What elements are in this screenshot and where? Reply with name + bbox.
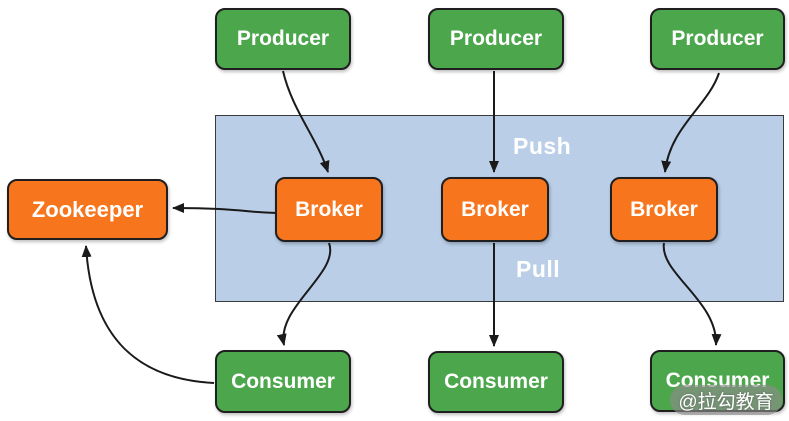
arrow-producer3-broker3 [661, 72, 720, 173]
arrow-producer1-broker1 [282, 70, 330, 173]
node-broker-1: Broker [275, 177, 383, 242]
node-producer-3: Producer [650, 8, 785, 70]
node-producer-1: Producer [215, 8, 351, 70]
pull-label: Pull [516, 256, 561, 282]
arrow-broker1-consumer1 [276, 242, 332, 346]
node-broker-2: Broker [441, 177, 549, 242]
push-label: Push [513, 133, 572, 159]
node-consumer-2: Consumer [428, 351, 564, 413]
node-broker-3: Broker [610, 177, 718, 242]
watermark-badge: @拉勾教育 [670, 385, 782, 415]
node-zookeeper: Zookeeper [7, 179, 168, 240]
arrow-consumer1-zookeeper [81, 245, 215, 384]
node-consumer-1: Consumer [215, 350, 351, 413]
arrow-broker3-consumer3 [662, 242, 722, 346]
node-producer-2: Producer [428, 8, 564, 70]
arrow-broker1-zookeeper [172, 203, 281, 214]
